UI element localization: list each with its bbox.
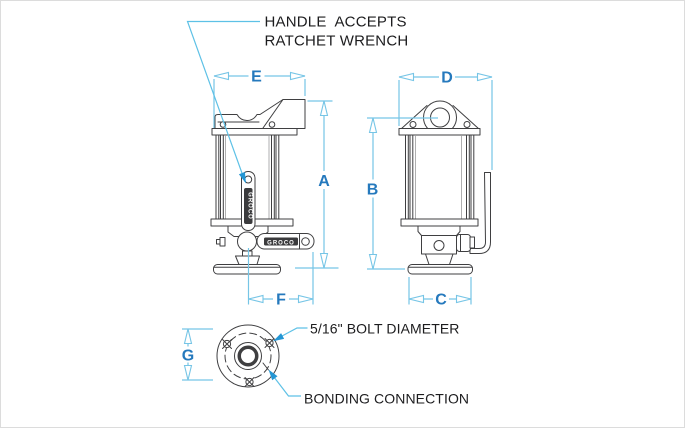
dimension-f: F xyxy=(247,248,314,309)
dim-label-b: B xyxy=(367,182,379,199)
dimension-d: D xyxy=(398,68,493,170)
handle-note-line1: HANDLE ACCEPTS xyxy=(265,14,407,31)
dim-label-a: A xyxy=(318,173,330,190)
dim-label-e: E xyxy=(251,69,262,86)
bolt-hole xyxy=(222,339,232,349)
side-view-outline xyxy=(398,100,491,275)
dimension-b: B xyxy=(364,117,438,270)
bonding-label: BONDING CONNECTION xyxy=(304,391,469,407)
dimension-c: C xyxy=(408,277,472,309)
bolt-diameter-label: 5/16" BOLT DIAMETER xyxy=(310,321,460,337)
dim-label-c: C xyxy=(435,292,447,309)
bonding-note: BONDING CONNECTION xyxy=(268,369,469,407)
bonding-screw-mark xyxy=(262,362,269,371)
dimension-e: E xyxy=(213,67,306,128)
dimension-a: A xyxy=(295,100,339,269)
bolt-diameter-note: 5/16" BOLT DIAMETER xyxy=(273,321,460,342)
front-view-outline: GROCO GROCO xyxy=(210,99,315,275)
bolt-hole xyxy=(264,338,275,348)
handle-note: HANDLE ACCEPTS RATCHET WRENCH xyxy=(186,14,409,184)
dimension-g: G xyxy=(179,328,213,381)
handle-note-line2: RATCHET WRENCH xyxy=(265,33,409,50)
bottom-view-flange xyxy=(216,324,280,388)
bolt-hole xyxy=(244,377,255,387)
dim-label-d: D xyxy=(441,70,453,87)
dim-label-g: G xyxy=(182,348,194,365)
dim-label-f: F xyxy=(276,292,286,309)
horizontal-handle-brand: GROCO xyxy=(267,240,295,246)
vertical-handle-brand: GROCO xyxy=(246,192,252,220)
